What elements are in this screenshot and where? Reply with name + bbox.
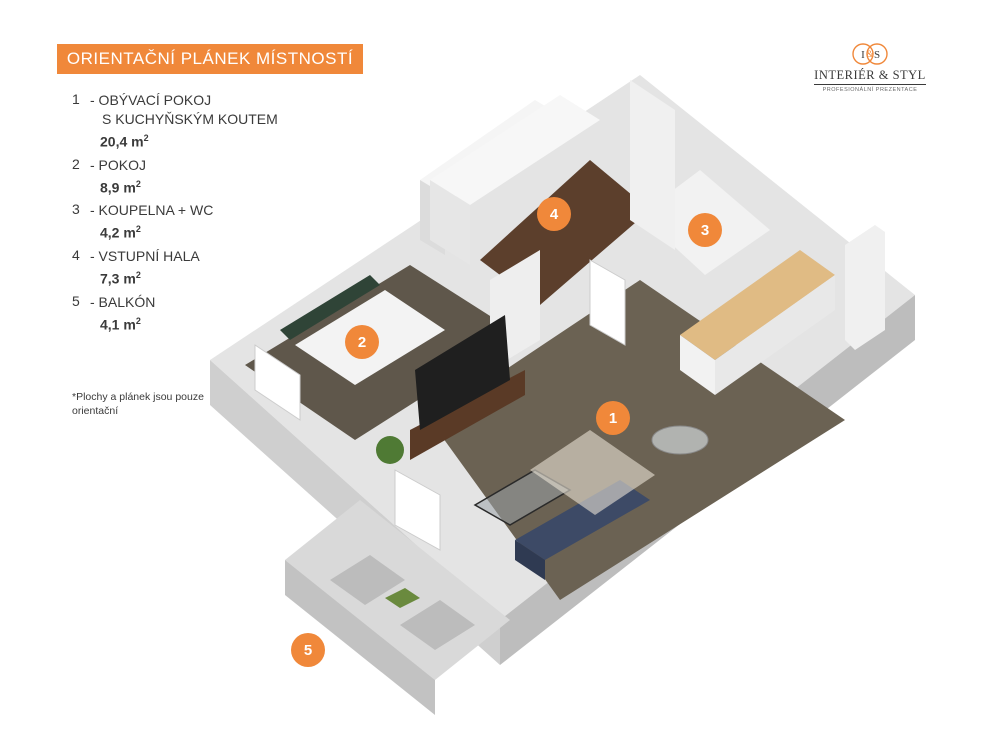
legend-item-1: 1 - OBÝVACÍ POKOJ S KUCHYŇSKÝM KOUTEM 20… bbox=[72, 91, 278, 152]
legend-label: - BALKÓN bbox=[90, 293, 156, 310]
fridge bbox=[845, 225, 885, 350]
legend-number: 4 bbox=[72, 246, 80, 263]
legend-label: - POKOJ bbox=[90, 156, 147, 173]
tv-sideboard bbox=[410, 370, 525, 460]
dining-table bbox=[651, 425, 709, 455]
legend-item-2: 2 - POKOJ 8,9 m2 bbox=[72, 156, 278, 198]
balcony-chair bbox=[400, 600, 475, 650]
legend-area: 4,2 m2 bbox=[100, 224, 141, 241]
wardrobe-top bbox=[430, 95, 600, 205]
balcony-door-bedroom bbox=[254, 344, 301, 421]
rug bbox=[530, 430, 655, 515]
room-marker-1: 1 bbox=[596, 401, 630, 435]
kitchen-counter-top bbox=[680, 250, 835, 360]
legend-number: 1 bbox=[72, 91, 80, 107]
brand-tagline: PROFESIONÁLNÍ PREZENTACE bbox=[822, 87, 918, 93]
legend-label: - OBÝVACÍ POKOJ bbox=[90, 92, 212, 108]
kitchen-counter-side bbox=[715, 275, 835, 395]
room-marker-4: 4 bbox=[537, 197, 571, 231]
tv-screen bbox=[415, 315, 510, 430]
room-marker-3: 3 bbox=[688, 213, 722, 247]
svg-text:I: I bbox=[861, 49, 865, 61]
monogram-icon: I & S bbox=[852, 43, 888, 65]
bed-headboard bbox=[280, 275, 380, 340]
balcony-side-table bbox=[385, 588, 420, 608]
sofa-front bbox=[515, 540, 545, 580]
interior-wall bbox=[630, 80, 675, 250]
legend-item-5: 5 - BALKÓN 4,1 m2 bbox=[72, 293, 278, 335]
legend-item-3: 3 - KOUPELNA + WC 4,2 m2 bbox=[72, 201, 278, 243]
legend-area: 8,9 m2 bbox=[100, 178, 141, 196]
wardrobe-side bbox=[430, 180, 470, 265]
room-marker-5: 5 bbox=[291, 633, 325, 667]
brand-name: INTERIÉR & STYL bbox=[814, 68, 926, 85]
legend-number: 5 bbox=[72, 292, 80, 309]
legend-area: 7,3 m2 bbox=[100, 269, 141, 287]
page-title: ORIENTAČNÍ PLÁNEK MÍSTNOSTÍ bbox=[57, 44, 363, 74]
room-marker-2: 2 bbox=[345, 325, 379, 359]
svg-text:S: S bbox=[874, 49, 880, 61]
legend-number: 2 bbox=[72, 155, 80, 172]
legend-label: - KOUPELNA + WC bbox=[90, 202, 214, 219]
legend-label: S KUCHYŇSKÝM KOUTEM bbox=[102, 111, 278, 127]
legend-area: 4,1 m2 bbox=[100, 315, 141, 333]
entry-door bbox=[589, 259, 626, 346]
legend-area: 20,4 m2 bbox=[100, 133, 149, 150]
balcony-chair bbox=[330, 555, 405, 605]
legend-label: - VSTUPNÍ HALA bbox=[90, 247, 200, 264]
disclaimer-note: *Plochy a plánek jsou pouze orientační bbox=[72, 391, 204, 417]
brand-logo: I & S INTERIÉR & STYL PROFESIONÁLNÍ PREZ… bbox=[810, 42, 930, 93]
plant-icon bbox=[376, 436, 404, 464]
balcony-door-living bbox=[394, 469, 441, 551]
kitchen-counter-front bbox=[680, 335, 715, 395]
svg-text:&: & bbox=[866, 49, 873, 59]
room-legend: 1 - OBÝVACÍ POKOJ S KUCHYŇSKÝM KOUTEM 20… bbox=[72, 91, 278, 338]
balcony-railing bbox=[285, 560, 435, 715]
legend-item-4: 4 - VSTUPNÍ HALA 7,3 m2 bbox=[72, 247, 278, 289]
legend-number: 3 bbox=[72, 201, 80, 218]
